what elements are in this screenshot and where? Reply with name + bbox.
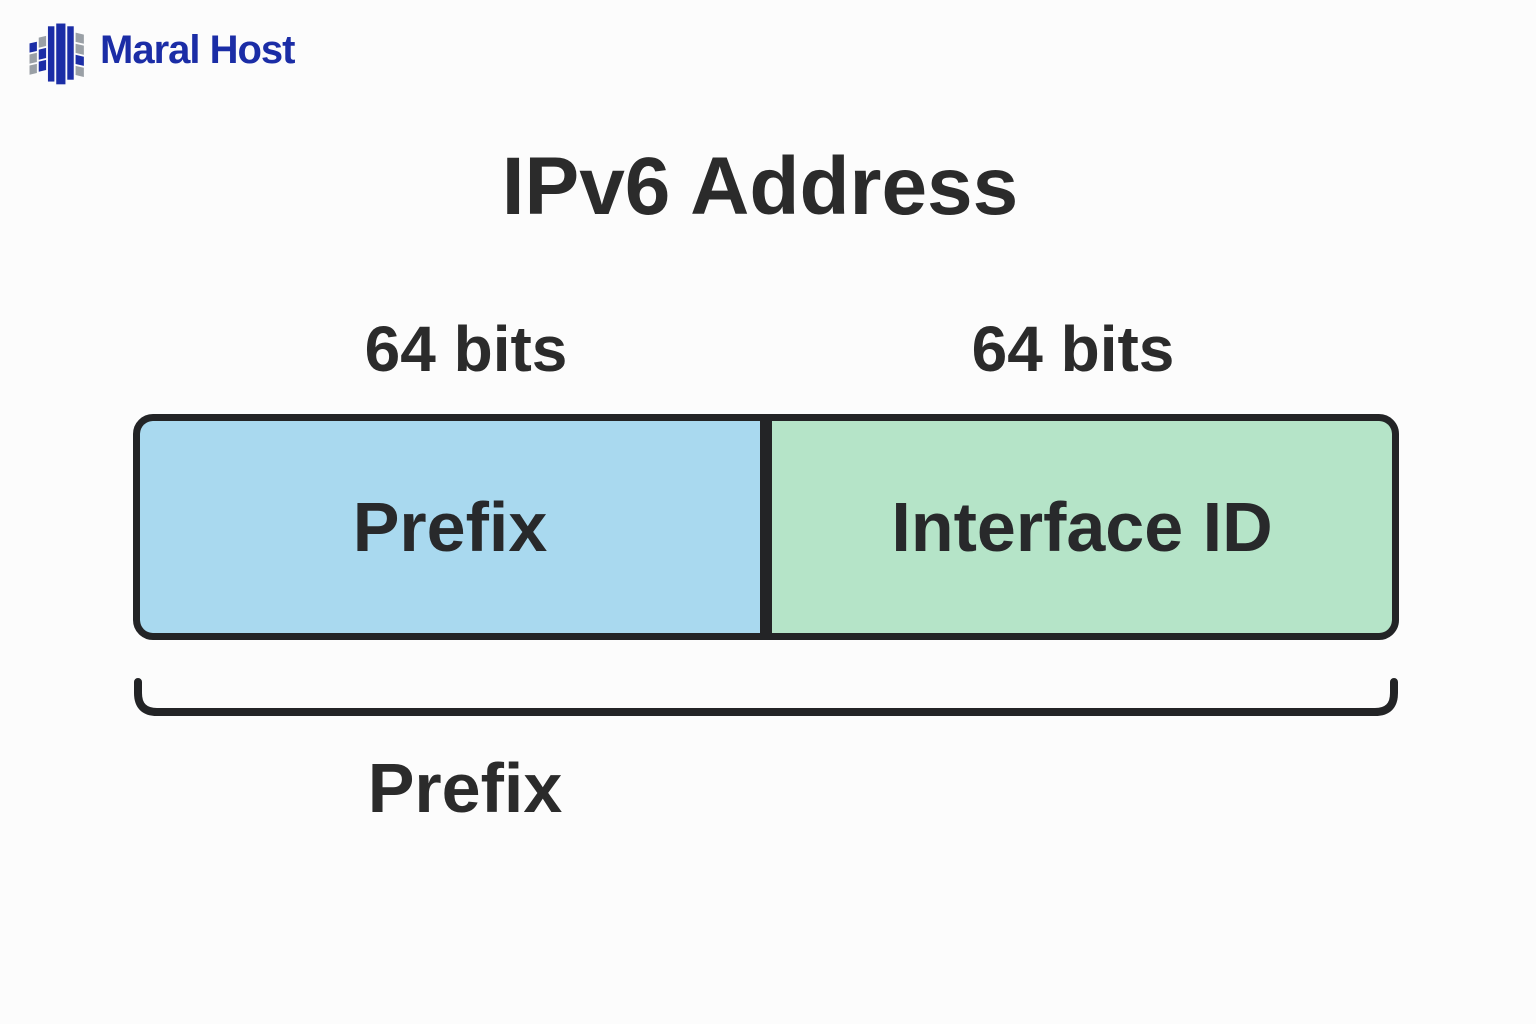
- prefix-segment-label: Prefix: [352, 488, 548, 566]
- interface-id-segment-label: Interface ID: [891, 488, 1273, 566]
- bits-label-left: 64 bits: [364, 313, 568, 385]
- segment-divider: [760, 421, 772, 633]
- interface-id-segment: Interface ID: [772, 421, 1392, 633]
- brand-name: Maral Host: [100, 28, 295, 72]
- maralhost-logo-icon: [29, 23, 84, 85]
- prefix-segment: Prefix: [140, 421, 760, 633]
- diagram-title: IPv6 Address: [501, 141, 1019, 232]
- brand-logo: Maral Host: [24, 20, 295, 86]
- bits-label-right: 64 bits: [971, 313, 1175, 385]
- prefix-brace-label: Prefix: [367, 749, 563, 827]
- prefix-brace: [134, 678, 1398, 716]
- ipv6-address-box: Prefix Interface ID: [133, 414, 1399, 640]
